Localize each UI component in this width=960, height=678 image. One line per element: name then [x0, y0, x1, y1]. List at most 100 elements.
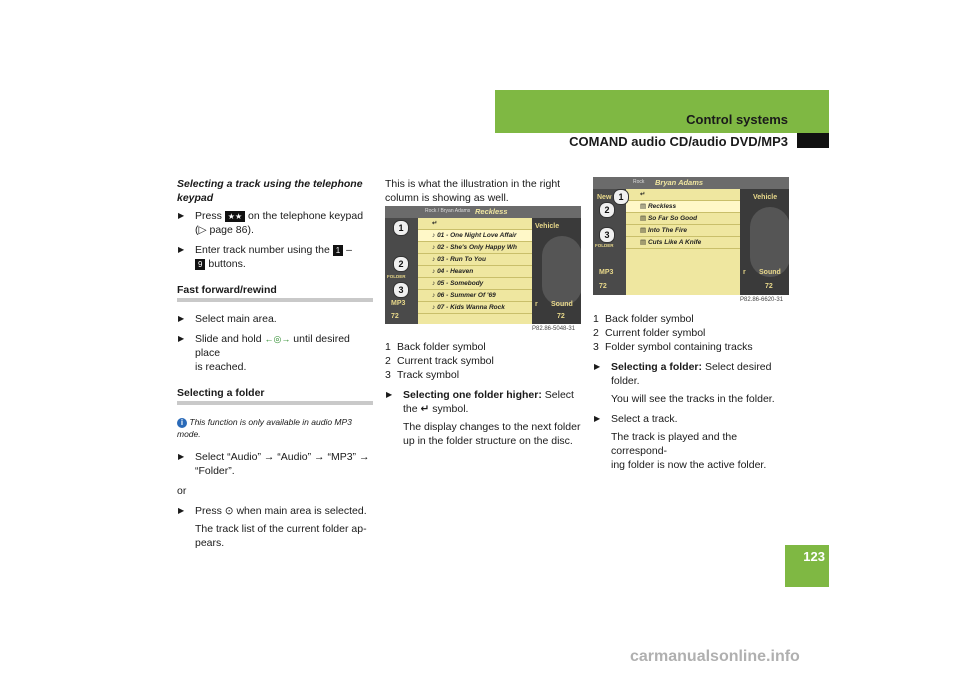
note-icon: ♪: [432, 280, 436, 287]
display-screen-track-list: Rock / Bryan Adams Reckless ↵ ♪ 01 - One…: [385, 206, 581, 324]
step-select-track: Select a track.: [593, 412, 793, 426]
step-select-folder: Selecting a folder: Select desired folde…: [593, 360, 793, 388]
vehicle-label[interactable]: Vehicle: [753, 194, 778, 201]
header-tab: [797, 133, 829, 148]
section-selecting-folder: Selecting a folder: [177, 387, 265, 399]
note-icon: ♪: [432, 244, 436, 251]
track-row[interactable]: ♪ 02 - She's Only Happy Wh: [418, 242, 532, 254]
header-title: Control systems: [686, 112, 788, 127]
sound-label[interactable]: Sound: [759, 269, 781, 276]
folder-label[interactable]: FOLDER: [595, 243, 614, 248]
folder-icon: ▤: [640, 203, 647, 210]
step-slide-hold: Slide and hold ←◎→ until desired place i…: [177, 332, 373, 374]
folder-icon: ▤: [640, 227, 647, 234]
figure-caption: P82.86-5048-31: [532, 326, 576, 332]
track-played-note: The track is played and the correspond- …: [611, 431, 767, 471]
info-icon: i: [177, 418, 187, 428]
display-screen-folder-list: Rock Bryan Adams ↵ ▤ Reckless ▤ So Far S…: [593, 177, 789, 295]
speaker-graphic: [542, 236, 581, 306]
folder-icon: ▤: [640, 239, 647, 246]
vehicle-label[interactable]: Vehicle: [535, 223, 560, 230]
track-row[interactable]: ♪ 05 - Somebody: [418, 278, 532, 290]
back-folder-row[interactable]: ↵: [626, 189, 740, 201]
callout-1: 1: [393, 220, 409, 236]
section-rule: [177, 298, 373, 302]
speaker-graphic: [750, 207, 789, 277]
or-text: or: [177, 485, 187, 497]
back-folder-icon: ↵: [420, 403, 430, 415]
folder-list: ↵ ▤ Reckless ▤ So Far So Good ▤ Into The…: [626, 189, 740, 295]
folder-row[interactable]: ▤ Cuts Like A Knife: [626, 237, 740, 249]
screen-top-bar: Rock Bryan Adams: [593, 177, 789, 189]
step-enter-number: Enter track number using the 1 – 9 butto…: [177, 243, 373, 271]
track-row[interactable]: ♪ 01 - One Night Love Affair: [418, 230, 532, 242]
callout-1: 1: [613, 189, 629, 205]
figure-caption: P82.86-6620-31: [740, 297, 784, 303]
note-icon: ♪: [432, 304, 436, 311]
section-rule: [177, 401, 373, 405]
mp3-label[interactable]: MP3: [391, 300, 406, 307]
heading-telephone-keypad: Selecting a track using the telephone ke…: [177, 178, 363, 204]
track-row[interactable]: ♪ 07 - Kids Wanna Rock: [418, 302, 532, 314]
key-9-icon: 9: [195, 258, 206, 270]
temp-right: 72: [765, 283, 773, 290]
mp3-label[interactable]: MP3: [599, 269, 614, 276]
column-2-intro: This is what the illustration in the rig…: [385, 178, 561, 204]
callout-2: 2: [599, 202, 615, 218]
note-icon: ♪: [432, 232, 436, 239]
note-icon: ♪: [432, 292, 436, 299]
folder-label[interactable]: FOLDER: [387, 274, 406, 279]
screen-right-panel: [740, 189, 789, 295]
column-1: Selecting a track using the telephone ke…: [177, 177, 373, 550]
note-icon: ♪: [432, 268, 436, 275]
star-key-icon: ★★: [224, 210, 246, 222]
header-bar: [495, 90, 829, 133]
folder-icon: ▤: [640, 215, 647, 222]
temp-left: 72: [391, 313, 399, 320]
sound-label[interactable]: Sound: [551, 301, 573, 308]
track-list: ↵ ♪ 01 - One Night Love Affair ♪ 02 - Sh…: [418, 218, 532, 324]
display-change-note: The display changes to the next folder u…: [403, 421, 581, 447]
back-folder-row[interactable]: ↵: [418, 218, 532, 230]
step-press-star: Press ★★ on the telephone keypad (▷ page…: [177, 209, 373, 237]
callout-2: 2: [393, 256, 409, 272]
folder-row[interactable]: ▤ So Far So Good: [626, 213, 740, 225]
key-1-icon: 1: [332, 244, 344, 256]
temp-right: 72: [557, 313, 565, 320]
tracks-in-folder-note: You will see the tracks in the folder.: [611, 393, 775, 405]
callout-3: 3: [393, 282, 409, 298]
step-folder-higher: Selecting one folder higher: Select the …: [385, 388, 581, 416]
back-folder-icon: ↵: [640, 191, 646, 198]
info-note: i This function is only available in aud…: [177, 417, 352, 439]
header-subtitle: COMAND audio CD/audio DVD/MP3: [569, 134, 788, 149]
back-folder-icon: ↵: [432, 220, 438, 227]
screen-right-panel: [532, 218, 581, 324]
new-label[interactable]: New: [597, 194, 612, 201]
callout-3: 3: [599, 227, 615, 243]
step-select-audio-folder: Select “Audio” → “Audio” → “MP3” → “Fold…: [177, 450, 373, 478]
track-row[interactable]: ♪ 03 - Run To You: [418, 254, 532, 266]
watermark: carmanualsonline.info: [630, 648, 800, 665]
step-press-controller: Press ⊙ when main area is selected.: [177, 504, 373, 518]
track-row[interactable]: ♪ 06 - Summer Of '69: [418, 290, 532, 302]
controller-slide-icon: ←◎→: [264, 334, 291, 344]
folder-row[interactable]: ▤ Reckless: [626, 201, 740, 213]
screen-top-bar: Rock / Bryan Adams Reckless: [385, 206, 581, 218]
note-icon: ♪: [432, 256, 436, 263]
section-fast-forward: Fast forward/rewind: [177, 284, 277, 296]
track-list-note: The track list of the current folder ap-…: [195, 523, 367, 549]
folder-row[interactable]: ▤ Into The Fire: [626, 225, 740, 237]
step-select-main-area: Select main area.: [177, 312, 373, 326]
page-number-box: [785, 545, 829, 587]
temp-left: 72: [599, 283, 607, 290]
page-number: 123: [803, 549, 825, 564]
track-row[interactable]: ♪ 04 - Heaven: [418, 266, 532, 278]
